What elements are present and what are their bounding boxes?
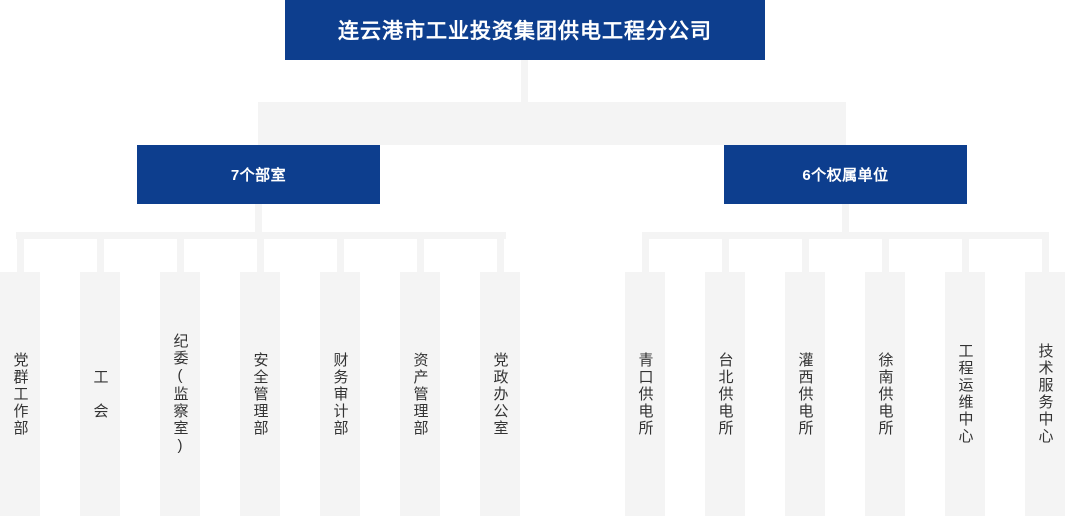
org-node-label: 工 会 [91, 368, 109, 420]
connector-leg-department-2 [97, 232, 104, 274]
org-node-label: 纪委(监察室) [171, 332, 189, 456]
org-node-branch-departments[interactable]: 7个部室 [137, 145, 380, 204]
org-node-label: 技术服务中心 [1036, 343, 1054, 445]
org-node-label: 工程运维中心 [956, 343, 974, 445]
connector-leg-department-3 [177, 232, 184, 274]
org-node-label: 资产管理部 [411, 351, 429, 437]
org-node-department-1[interactable]: 党群工作部 [0, 272, 40, 516]
org-node-label: 财务审计部 [331, 351, 349, 437]
org-node-department-4[interactable]: 安全管理部 [240, 272, 280, 516]
org-node-unit-2[interactable]: 台北供电所 [705, 272, 745, 516]
org-node-department-3[interactable]: 纪委(监察室) [160, 272, 200, 516]
org-node-department-6[interactable]: 资产管理部 [400, 272, 440, 516]
org-node-label: 青口供电所 [636, 351, 654, 437]
connector-leg-unit-6 [1042, 232, 1049, 274]
connector-leg-department-6 [417, 232, 424, 274]
connector-departments-stem [255, 204, 262, 235]
connector-root-slab [258, 102, 846, 145]
org-node-unit-3[interactable]: 灌西供电所 [785, 272, 825, 516]
connector-leg-department-1 [17, 232, 24, 274]
org-node-label: 台北供电所 [716, 351, 734, 437]
connector-leg-unit-4 [882, 232, 889, 274]
connector-leg-unit-2 [722, 232, 729, 274]
org-node-label: 徐南供电所 [876, 351, 894, 437]
connector-leg-unit-3 [802, 232, 809, 274]
connector-leg-department-5 [337, 232, 344, 274]
connector-leg-department-7 [497, 232, 504, 274]
org-node-unit-1[interactable]: 青口供电所 [625, 272, 665, 516]
connector-units-rail [643, 232, 1047, 239]
org-node-department-7[interactable]: 党政办公室 [480, 272, 520, 516]
org-node-label: 党政办公室 [491, 351, 509, 437]
org-node-branch-units[interactable]: 6个权属单位 [724, 145, 967, 204]
org-node-label: 灌西供电所 [796, 351, 814, 437]
org-node-department-5[interactable]: 财务审计部 [320, 272, 360, 516]
org-node-label: 安全管理部 [251, 351, 269, 437]
org-node-label: 党群工作部 [11, 351, 29, 437]
org-node-department-2[interactable]: 工 会 [80, 272, 120, 516]
org-node-unit-6[interactable]: 技术服务中心 [1025, 272, 1065, 516]
org-node-unit-4[interactable]: 徐南供电所 [865, 272, 905, 516]
connector-units-stem [842, 204, 849, 235]
connector-leg-unit-5 [962, 232, 969, 274]
org-node-root[interactable]: 连云港市工业投资集团供电工程分公司 [285, 0, 765, 60]
connector-root-stem [521, 60, 528, 105]
connector-leg-unit-1 [642, 232, 649, 274]
org-node-unit-5[interactable]: 工程运维中心 [945, 272, 985, 516]
connector-leg-department-4 [257, 232, 264, 274]
